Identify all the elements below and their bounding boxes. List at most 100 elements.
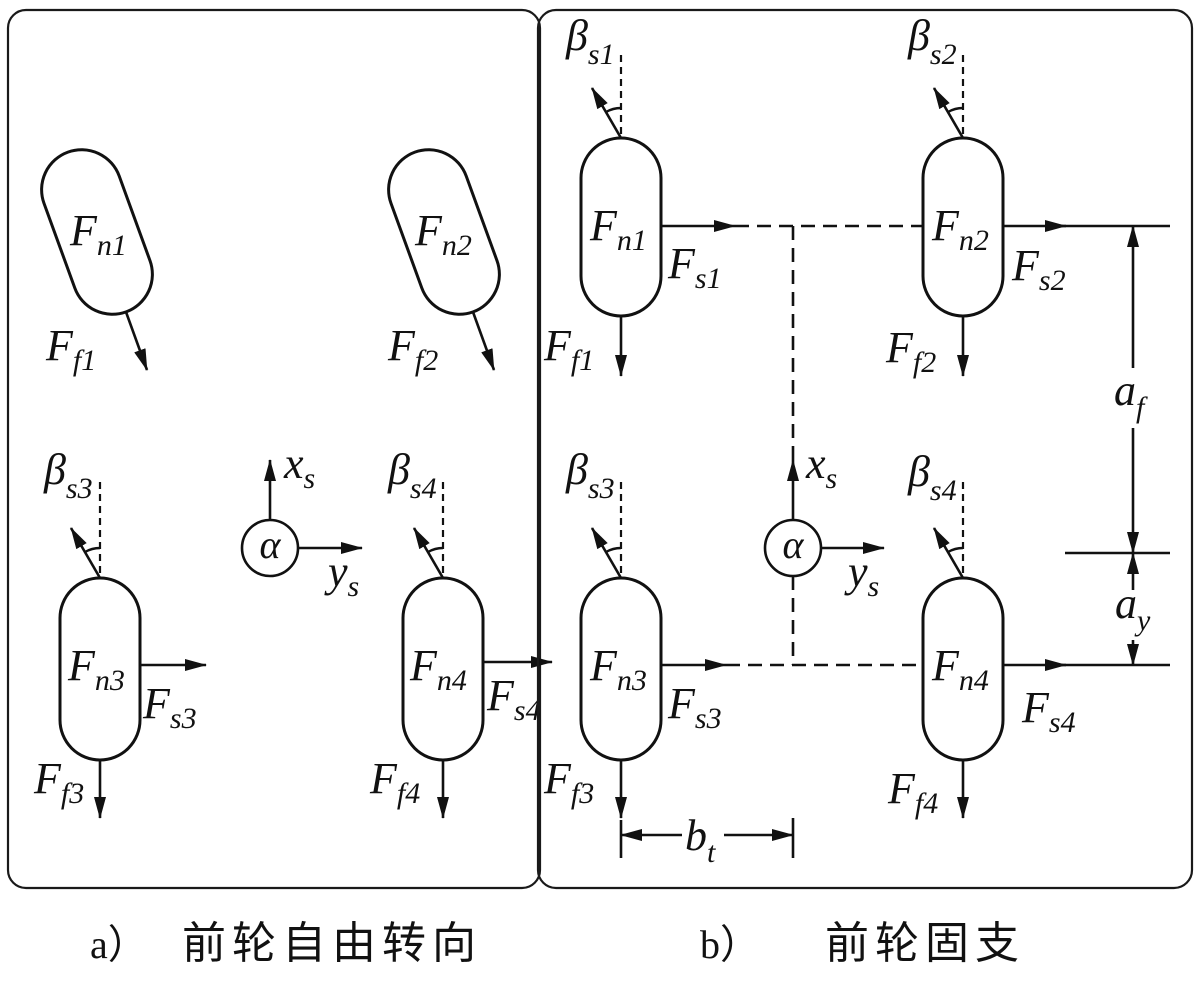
subscript: f2 xyxy=(913,346,936,379)
subscript: n1 xyxy=(617,224,647,257)
ff-label: Ff4 xyxy=(369,754,420,810)
symbol: F xyxy=(931,641,960,690)
symbol: β xyxy=(43,445,66,494)
symbol: b xyxy=(685,811,707,860)
ff-label: Ff1 xyxy=(45,321,96,377)
beta-angle-arc xyxy=(947,106,964,114)
subscript: f1 xyxy=(73,344,96,377)
symbol: F xyxy=(414,206,443,255)
beta-label: βs4 xyxy=(387,445,437,505)
symbol: β xyxy=(387,445,410,494)
dimension-bt-label: bt xyxy=(685,811,716,869)
symbol: a xyxy=(1115,579,1137,628)
fn-label: Fn2 xyxy=(414,206,472,262)
beta-direction-arrow xyxy=(932,527,965,579)
fn-label: Fn3 xyxy=(67,641,125,697)
symbol: F xyxy=(67,641,96,690)
symbol: β xyxy=(907,447,930,496)
symbol: F xyxy=(667,239,696,288)
fs-label: Fs1 xyxy=(667,239,722,295)
subscript: s1 xyxy=(588,38,615,71)
panel-a-body-frame: α xs ys xyxy=(240,439,363,603)
dimension-bt: bt xyxy=(619,811,795,870)
symbol: β xyxy=(565,445,588,494)
subscript: n2 xyxy=(959,224,989,257)
caption-b-title: 前轮固支 xyxy=(825,919,1025,968)
subscript: s xyxy=(826,462,838,495)
xs-label: xs xyxy=(805,439,837,495)
panel-a-frame xyxy=(6,8,542,890)
ff-label: Ff4 xyxy=(887,764,938,820)
symbol: F xyxy=(543,321,572,370)
panel-b-wheel-4: βs4 Fn4 Fs4 Ff4 xyxy=(887,447,1170,820)
subscript: s3 xyxy=(170,702,197,735)
caption-a-label: a） xyxy=(90,922,148,967)
subscript: s1 xyxy=(695,262,722,295)
caption-b-label: b） xyxy=(700,922,760,967)
beta-direction-arrow xyxy=(412,527,445,579)
panel-b-body-frame: α xs ys xyxy=(763,439,885,603)
subscript: s4 xyxy=(514,694,541,727)
ys-label: ys xyxy=(324,547,359,603)
ff-label: Ff3 xyxy=(33,754,84,810)
beta-label: βs4 xyxy=(907,447,957,507)
fn-label: Fn2 xyxy=(931,201,989,257)
subscript: n1 xyxy=(97,229,127,262)
panel-b-frame xyxy=(536,8,1194,890)
fn-label: Fn1 xyxy=(69,206,127,262)
beta-angle-arc xyxy=(605,546,622,554)
subscript: s4 xyxy=(410,472,437,505)
beta-direction-arrow xyxy=(69,527,102,579)
fs-label: Fs4 xyxy=(1021,683,1076,739)
symbol: F xyxy=(369,754,398,803)
ff-arrow xyxy=(124,311,149,371)
subscript: f1 xyxy=(571,344,594,377)
symbol: x xyxy=(283,439,304,488)
dimension-af-ay: af ay xyxy=(1065,225,1170,666)
panel-b-wheel-1: βs1 Fn1 Fs1 Ff1 xyxy=(543,11,736,377)
subscript: n4 xyxy=(959,664,989,697)
symbol: β xyxy=(565,11,588,60)
symbol: a xyxy=(1114,366,1136,415)
symbol: F xyxy=(589,641,618,690)
dimension-bt-label-background xyxy=(682,812,724,870)
subscript: t xyxy=(707,836,716,869)
subscript: f2 xyxy=(415,344,438,377)
dimension-ay-label-background xyxy=(1112,590,1158,640)
fn-label: Fn1 xyxy=(589,201,647,257)
fs-label: Fs4 xyxy=(486,671,541,727)
wheel-outline xyxy=(40,148,154,316)
panel-b-wheel-3: βs3 Fn3 Fs3 Ff3 xyxy=(543,445,727,819)
subscript: f4 xyxy=(915,787,938,820)
subscript: n4 xyxy=(437,664,467,697)
subscript: s xyxy=(868,570,880,603)
fn-label: Fn4 xyxy=(409,641,467,697)
subscript: f4 xyxy=(397,777,420,810)
symbol: F xyxy=(667,679,696,728)
subscript: s2 xyxy=(1039,264,1066,297)
panel-a-wheel-4: βs4 Fn4 Fs4 Ff4 xyxy=(369,445,553,819)
ff-label: Ff2 xyxy=(885,323,936,379)
symbol: F xyxy=(387,321,416,370)
beta-label: βs3 xyxy=(43,445,93,505)
captions: a） 前轮自由转向 b） 前轮固支 xyxy=(90,919,1025,968)
subscript: s2 xyxy=(930,38,957,71)
symbol: F xyxy=(45,321,74,370)
subscript: s xyxy=(304,462,316,495)
fn-label: Fn3 xyxy=(589,641,647,697)
symbol: F xyxy=(142,679,171,728)
symbol: F xyxy=(1011,241,1040,290)
fs-label: Fs2 xyxy=(1011,241,1066,297)
symbol: F xyxy=(69,206,98,255)
fs-label: Fs3 xyxy=(142,679,197,735)
panel-a: Fn1 Ff1 Fn2 Ff2 βs3 Fn3 Fs3 Ff3 α xyxy=(6,8,553,890)
alpha-symbol: α xyxy=(260,522,282,567)
symbol: F xyxy=(885,323,914,372)
beta-label: βs3 xyxy=(565,445,615,505)
beta-angle-arc xyxy=(427,546,444,554)
subscript: n3 xyxy=(617,664,647,697)
subscript: s3 xyxy=(695,702,722,735)
ff-label: Ff1 xyxy=(543,321,594,377)
symbol: β xyxy=(907,11,930,60)
panel-b-wheel-2: βs2 Fn2 Fs2 Ff2 xyxy=(885,11,1170,379)
